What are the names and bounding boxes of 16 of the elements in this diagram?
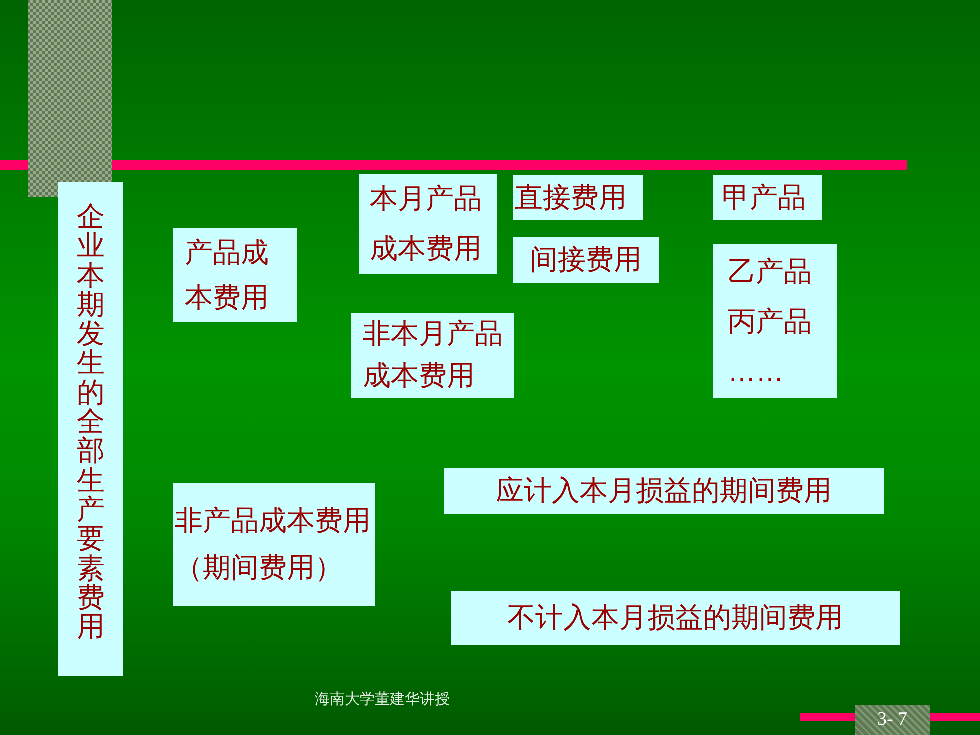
- category-box: 产品成本费用: [173, 228, 297, 322]
- category-box: 本月产品成本费用: [359, 174, 497, 274]
- category-box: 非本月产品成本费用: [351, 313, 514, 398]
- category-box: 不计入本月损益的期间费用: [451, 591, 900, 645]
- page-number: 3- 7: [855, 705, 930, 735]
- category-box: [713, 244, 837, 398]
- list-item-text: ……: [728, 355, 785, 389]
- list-item-text: 丙产品: [728, 305, 813, 339]
- category-box: 非产品成本费用（期间费用）: [173, 483, 375, 606]
- vertical-heading-box: 企业本期发生的全部生产要素费用: [58, 182, 123, 676]
- category-box: 间接费用: [513, 237, 659, 283]
- category-box: 甲产品: [713, 175, 822, 220]
- category-box: 应计入本月损益的期间费用: [444, 468, 884, 514]
- list-item-text: 乙产品: [728, 255, 813, 289]
- footer-text: 海南大学董建华讲授: [315, 690, 450, 709]
- category-box: 直接费用: [513, 175, 643, 220]
